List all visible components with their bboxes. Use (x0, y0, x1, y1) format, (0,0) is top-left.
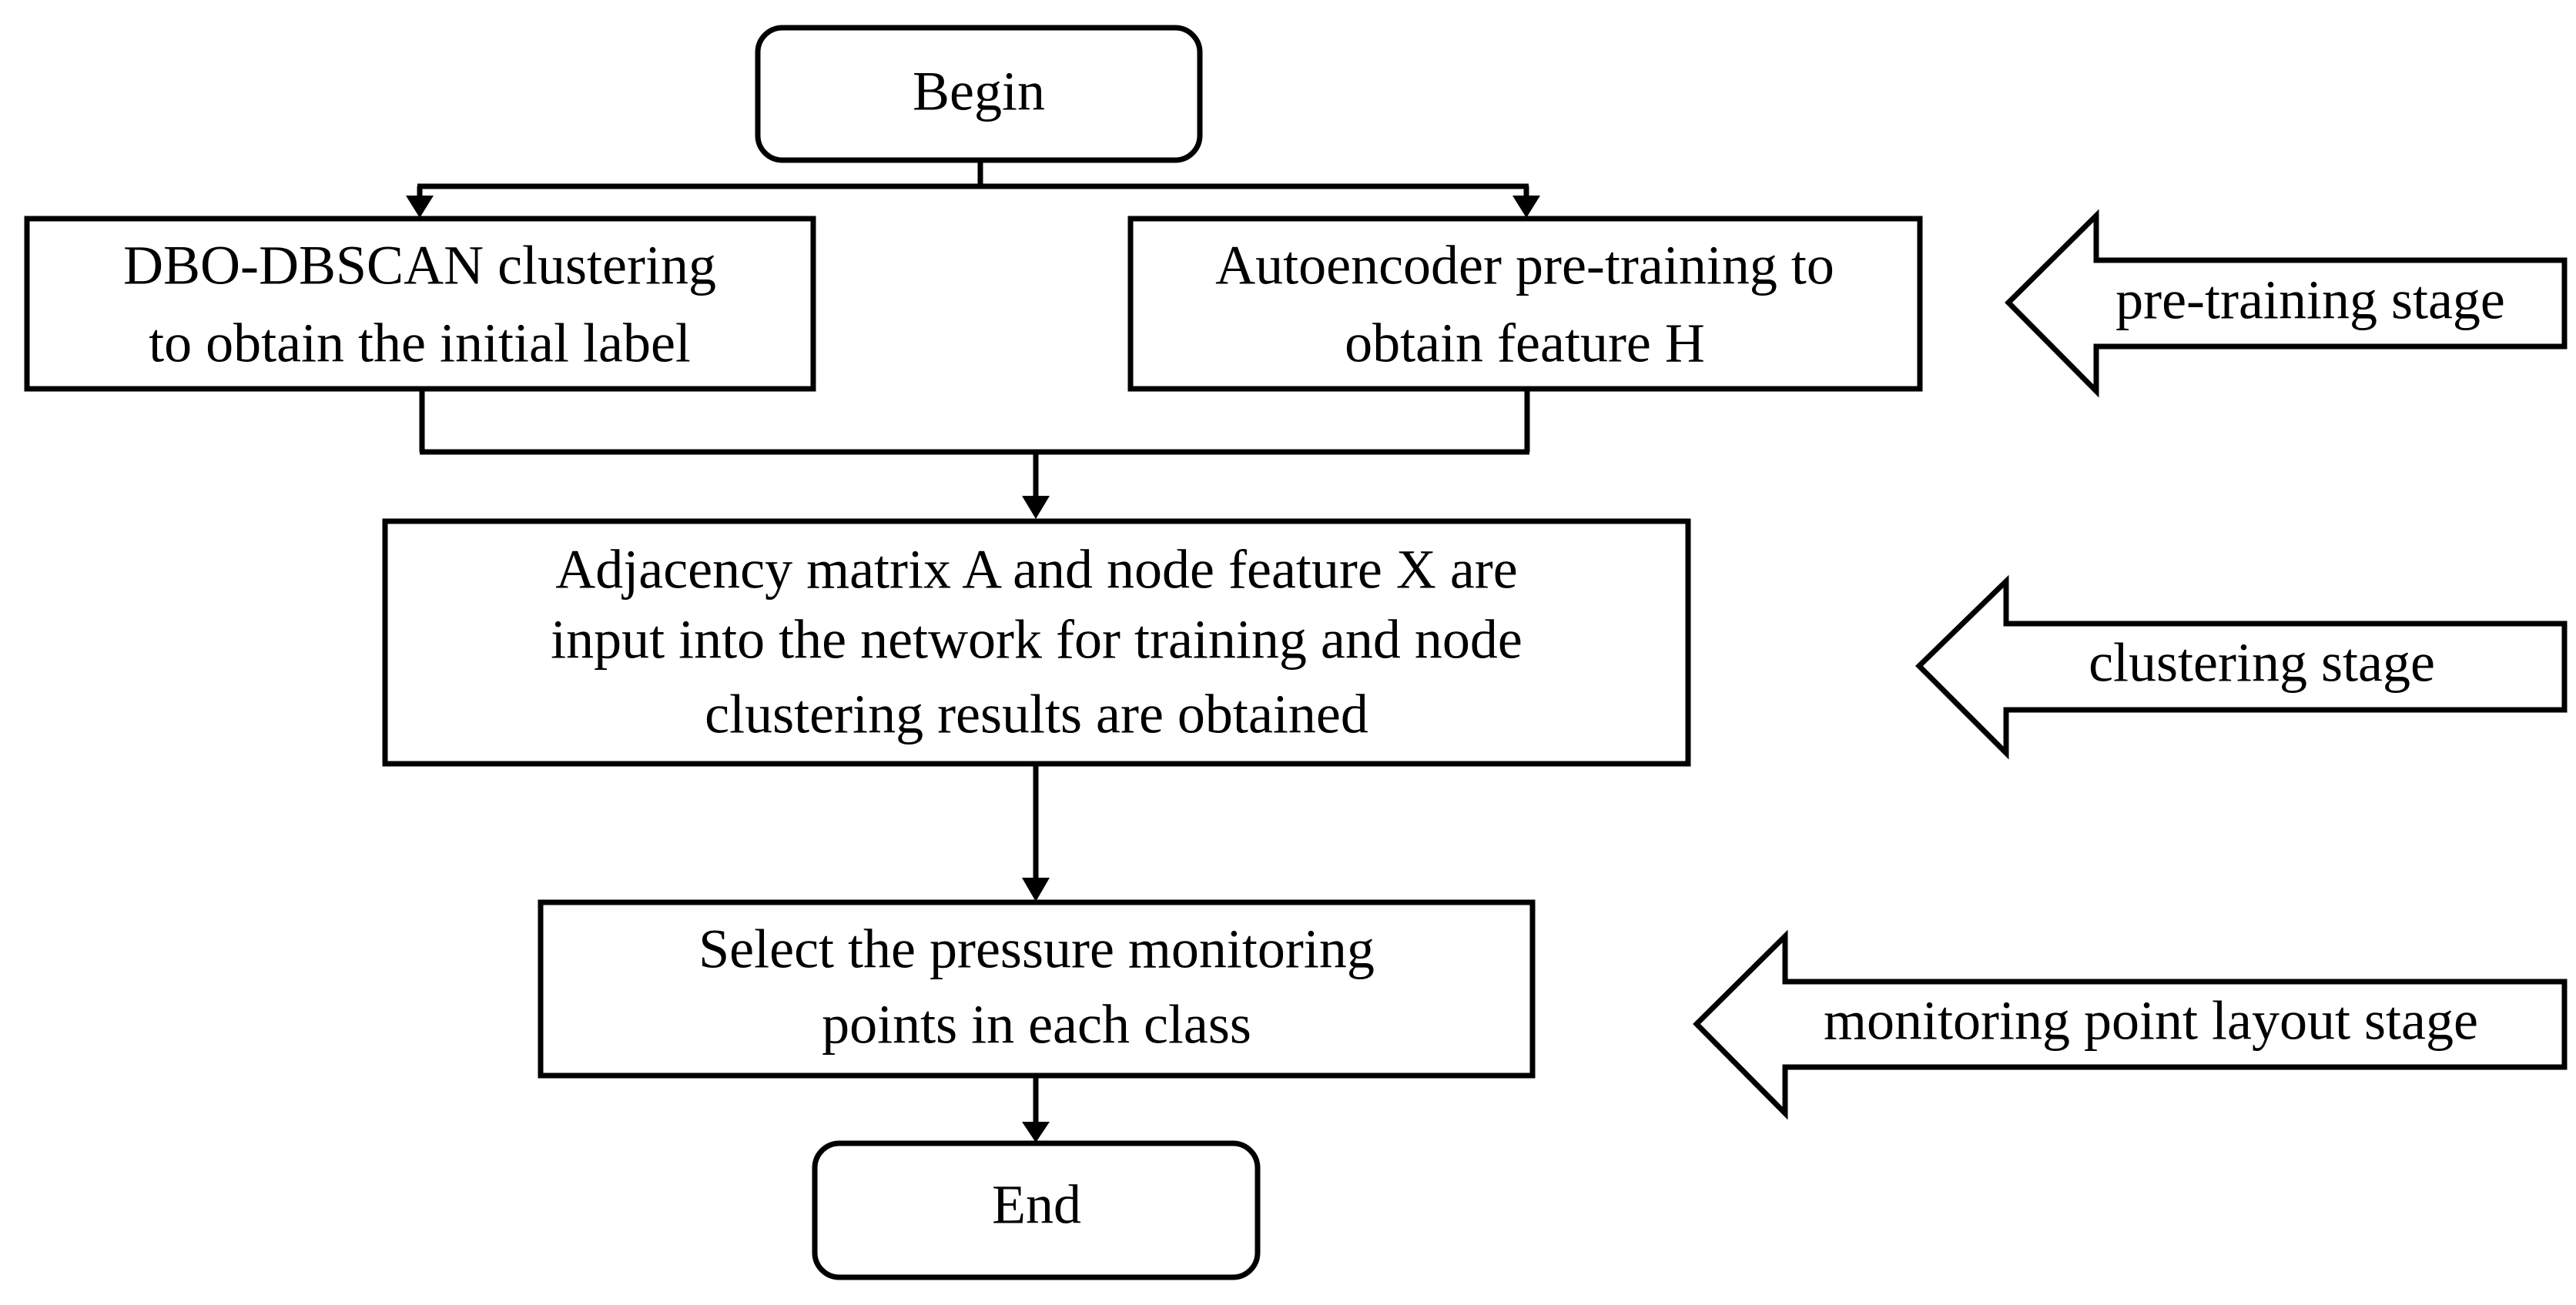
begin-label: Begin (913, 61, 1045, 122)
autoencoder-label-line-1: Autoencoder pre-training to (1215, 235, 1834, 296)
dbscan-label-line-1: DBO-DBSCAN clustering (123, 235, 716, 296)
stage-label-clustering: clustering stage (2089, 632, 2435, 694)
edge-select-end (1022, 1076, 1050, 1143)
stage-arrow-clustering: clustering stage (1915, 574, 2568, 760)
end-node: End (812, 1140, 1261, 1280)
stage-arrow-pretraining: pre-training stage (2005, 209, 2568, 398)
dbscan-node: DBO-DBSCAN clustering to obtain the init… (24, 216, 816, 392)
autoencoder-node: Autoencoder pre-training to obtain featu… (1127, 216, 1923, 392)
begin-node: Begin (755, 25, 1203, 163)
select-label-line-2: points in each class (822, 994, 1251, 1056)
stage-label-pretraining: pre-training stage (2115, 269, 2505, 331)
stage-label-layout: monitoring point layout stage (1824, 990, 2478, 1052)
edge-begin-split (406, 160, 1540, 218)
edge-merge-network (419, 389, 1530, 519)
stage-arrow-layout: monitoring point layout stage (1693, 929, 2568, 1120)
network-label-line-1: Adjacency matrix A and node feature X ar… (555, 539, 1517, 601)
autoencoder-label-line-2: obtain feature H (1345, 313, 1705, 374)
network-label-line-2: input into the network for training and … (551, 609, 1522, 671)
network-label-line-3: clustering results are obtained (705, 684, 1368, 745)
end-label: End (992, 1174, 1081, 1236)
edge-network-select (1022, 764, 1050, 902)
network-node: Adjacency matrix A and node feature X ar… (382, 518, 1691, 767)
dbscan-label-line-2: to obtain the initial label (149, 313, 691, 374)
select-label-line-1: Select the pressure monitoring (698, 919, 1375, 980)
select-node: Select the pressure monitoring points in… (538, 899, 1536, 1079)
